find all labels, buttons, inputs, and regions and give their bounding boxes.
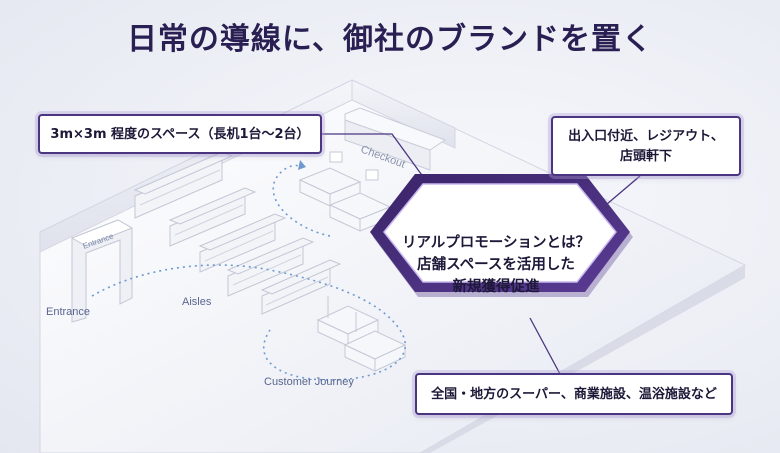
center-hexagon: [370, 174, 633, 297]
back-wall-right: [351, 79, 456, 149]
callout-location: 出入口付近、レジアウト、 店頭軒下: [551, 116, 741, 176]
center-message: リアルプロモーションとは？ 店舗スペースを活用した 新規獲得促進: [385, 232, 607, 298]
customer-journey-path: [91, 264, 407, 381]
promo-booth-desks: [316, 296, 407, 372]
center-line3: 新規獲得促進: [452, 279, 540, 295]
callout-location-line2: 店頭軒下: [619, 149, 672, 164]
callout-venues-text: 全国・地方のスーパー、商業施設、温浴施設など: [431, 387, 717, 402]
journey-path-upper: [272, 164, 331, 237]
aisles-label: Aisles: [182, 296, 212, 308]
page-title: 日常の導線に、御社のブランドを置く: [126, 22, 654, 57]
callout-location-line1: 出入口付近、レジアウト、: [568, 129, 724, 144]
center-line2: 店舗スペースを活用した: [417, 257, 575, 273]
center-line1: リアルプロモーションとは？: [401, 235, 591, 251]
entrance-label: Entrance: [46, 306, 91, 318]
callout-space-size-text: 3m×3m 程度のスペース（長机1台～2台）: [50, 127, 310, 142]
registers: [298, 151, 392, 232]
callout-venues: 全国・地方のスーパー、商業施設、温浴施設など: [415, 373, 733, 415]
callout-space-size: 3m×3m 程度のスペース（長机1台～2台）: [38, 114, 322, 154]
customer-journey-label: Customer Journey: [264, 376, 354, 388]
journey-arrow-icon: [298, 160, 306, 170]
checkout-counter-top: [344, 107, 447, 151]
